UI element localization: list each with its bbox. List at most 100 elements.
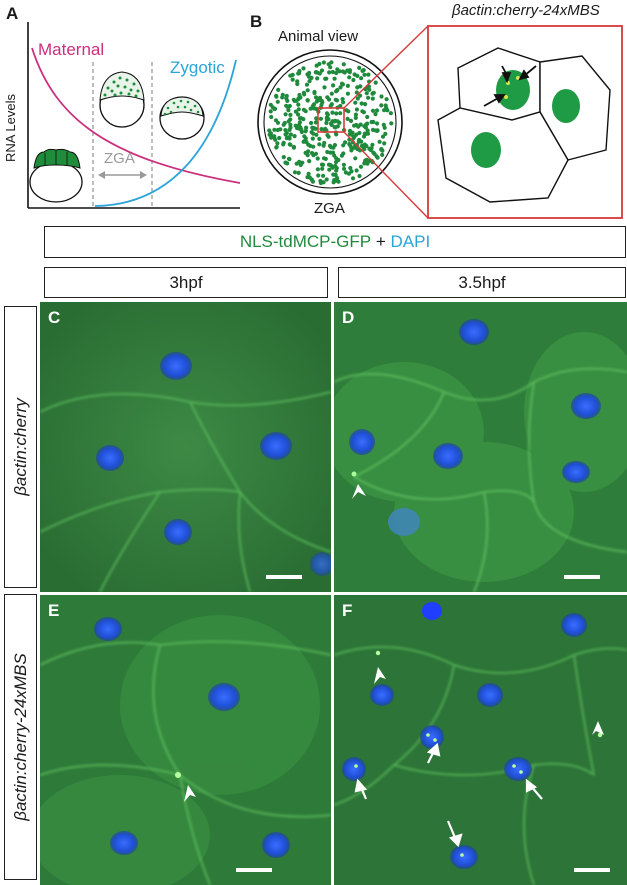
nucleus-dot xyxy=(323,126,328,131)
nucleus-dot xyxy=(274,93,279,98)
nucleus-dot xyxy=(363,102,368,107)
micrograph-c: C xyxy=(40,302,331,592)
nucleus-dot xyxy=(276,87,281,92)
nucleus-f1 xyxy=(422,602,442,620)
nucleus-dot xyxy=(296,107,301,112)
nucleus-dot xyxy=(357,173,362,179)
nucleus-dot xyxy=(369,119,374,125)
nucleus-dot xyxy=(330,110,335,115)
nucleus-dot xyxy=(329,102,334,107)
nucleus-dot xyxy=(332,76,337,81)
nucleus-dot xyxy=(351,77,356,83)
zga-label-b: ZGA xyxy=(314,200,345,217)
nucleus-dot xyxy=(317,142,322,147)
scale-bar-c xyxy=(266,575,302,579)
nucleus-f3 xyxy=(370,684,394,706)
nucleus-dot xyxy=(379,103,384,108)
nucleus-d4 xyxy=(571,393,601,419)
nucleus-c2 xyxy=(96,445,124,471)
micrograph-e: E xyxy=(40,595,331,885)
nucleus-dot xyxy=(318,180,323,186)
nucleus-e3 xyxy=(110,831,138,855)
nucleus-dot xyxy=(334,156,339,161)
micrograph-f: F xyxy=(334,595,627,885)
panel-b-diagram xyxy=(257,25,623,219)
nucleus-dot xyxy=(301,90,306,95)
nucleus-dot xyxy=(385,108,390,113)
nucleus-dot xyxy=(310,136,315,141)
nucleus-dot xyxy=(338,85,343,90)
nucleus-dot xyxy=(375,128,380,133)
nucleus-dot xyxy=(327,167,332,172)
construct-label: βactin:cherry-24xMBS xyxy=(452,2,600,19)
nucleus-dot xyxy=(341,100,346,105)
nucleus-dot xyxy=(303,150,308,155)
nucleus-dot xyxy=(357,65,362,70)
nucleus-dot xyxy=(288,112,293,117)
nucleus-dot xyxy=(355,73,360,78)
nucleus-dot xyxy=(334,111,339,116)
nucleus-dot xyxy=(288,122,293,127)
nucleus-dot xyxy=(296,102,301,107)
nucleus-dot xyxy=(288,142,293,147)
arrowhead-e xyxy=(184,785,196,802)
nucleus-dot xyxy=(272,127,277,132)
nucleus-dot xyxy=(380,152,385,157)
nucleus-dot xyxy=(330,69,335,75)
gfp-label: NLS-tdMCP-GFP xyxy=(239,232,372,251)
nucleus-dot xyxy=(365,161,370,166)
nucleus-dot xyxy=(284,96,289,101)
nucleus-dot xyxy=(295,79,300,84)
nucleus-dot xyxy=(273,118,279,123)
nucleus-dot xyxy=(348,165,353,171)
nucleus-e2 xyxy=(208,683,240,711)
panel-c-label: C xyxy=(48,308,61,327)
nucleus-dot xyxy=(384,97,389,102)
nucleus-dot xyxy=(349,169,354,174)
panel-e-label: E xyxy=(48,601,60,620)
nucleus-f8 xyxy=(450,845,478,869)
nucleus-dot xyxy=(284,136,289,141)
nucleus-dot xyxy=(341,162,346,167)
nucleus-dot xyxy=(341,166,347,171)
nucleus-dot xyxy=(341,143,346,148)
timepoint-3hpf: 3hpf xyxy=(44,267,328,298)
nucleus-dot xyxy=(348,143,353,149)
nucleus-dot xyxy=(373,112,378,117)
nucleus-dot xyxy=(322,85,327,90)
nucleus-dot xyxy=(309,120,314,126)
nucleus-dot xyxy=(287,127,292,132)
nucleus-dot xyxy=(281,155,286,160)
panel-a-label: A xyxy=(6,4,19,23)
nucleus-dot xyxy=(282,120,287,126)
nucleus-dot xyxy=(331,83,336,88)
nucleus-dot xyxy=(305,88,310,93)
nucleus-dot xyxy=(270,134,275,140)
maternal-curve xyxy=(31,47,241,184)
nucleus-dot xyxy=(353,100,358,105)
nucleus-f5 xyxy=(420,725,444,749)
nucleus-dot xyxy=(346,69,352,74)
nucleus-dot xyxy=(297,159,302,164)
nucleus-dot xyxy=(356,139,361,144)
panel-b-label: B xyxy=(250,12,263,31)
nucleus-dot xyxy=(327,70,332,75)
panel-d-label: D xyxy=(342,308,355,327)
nucleus-dot xyxy=(353,115,358,120)
nucleus-dot xyxy=(302,134,307,139)
nucleus-dot xyxy=(351,136,356,141)
nucleus-dot xyxy=(334,70,339,76)
nucleus-dot xyxy=(366,72,371,77)
nucleus-dot xyxy=(314,132,319,137)
nucleus-bottom xyxy=(471,132,501,168)
nucleus-dot xyxy=(303,109,308,114)
nucleus-dot xyxy=(313,120,318,125)
nucleus-dot xyxy=(347,75,352,80)
nucleus-dot xyxy=(389,121,394,126)
nucleus-dot xyxy=(307,159,312,164)
nucleus-dot xyxy=(320,100,325,105)
nucleus-dot xyxy=(364,143,369,149)
nucleus-dot xyxy=(375,121,380,126)
nucleus-dot xyxy=(340,97,345,102)
nucleus-dot xyxy=(358,93,363,98)
